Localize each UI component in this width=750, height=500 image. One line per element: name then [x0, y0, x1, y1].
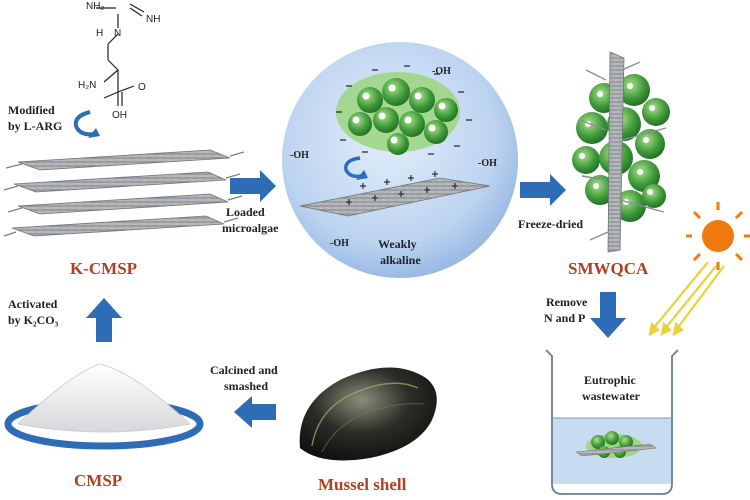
- sunlight-rays: [648, 261, 725, 336]
- label-oh-2: -OH: [290, 150, 309, 161]
- sun-icon: [686, 202, 750, 270]
- chem-nh2-top: NH₂: [86, 1, 104, 12]
- chem-n: N: [114, 28, 121, 39]
- right-arrow-icon: [230, 170, 276, 202]
- label-activated-2: by K₂CO₃: [8, 313, 59, 327]
- l-arginine-structure: [96, 3, 145, 106]
- chem-o: O: [138, 82, 146, 93]
- microalgae-loading-sphere: [282, 42, 518, 278]
- up-arrow-icon: [86, 298, 122, 342]
- label-remove-1: Remove: [546, 295, 588, 309]
- mussel-shell-image: [299, 367, 437, 461]
- label-oh-1: -OH: [432, 66, 451, 77]
- label-activated-1: Activated: [8, 297, 58, 311]
- down-arrow-icon: [590, 292, 626, 338]
- label-eutrophic-1: Eutrophic: [584, 373, 636, 387]
- undo-arrow-icon: [73, 110, 95, 137]
- label-oh-3: -OH: [478, 158, 497, 169]
- label-loaded-2: microalgae: [222, 221, 279, 235]
- label-weakly-1: Weakly: [378, 237, 417, 251]
- right-arrow-icon-2: [520, 174, 566, 206]
- smwqca-aerogel: [572, 51, 670, 253]
- title-mussel-shell: Mussel shell: [318, 475, 407, 494]
- label-calcined-2: smashed: [224, 379, 268, 393]
- beaker: [545, 349, 679, 495]
- chem-h: H: [96, 28, 103, 39]
- label-oh-4: -OH: [330, 238, 349, 249]
- label-freeze-dried: Freeze-dried: [518, 217, 583, 231]
- chem-nh: NH: [146, 14, 160, 25]
- k-cmsp-sheets: [3, 149, 245, 237]
- label-modified-1: Modified: [8, 103, 55, 117]
- label-calcined-1: Calcined and: [210, 363, 278, 377]
- label-remove-2: N and P: [544, 311, 585, 325]
- chem-h2n: H₂N: [78, 80, 96, 91]
- label-weakly-2: alkaline: [380, 253, 421, 267]
- title-k-cmsp: K-CMSP: [70, 259, 137, 278]
- left-arrow-icon: [234, 396, 276, 428]
- undo-arrow-head: [88, 128, 100, 138]
- label-eutrophic-2: wastewater: [582, 389, 641, 403]
- label-modified-2: by L-ARG: [8, 119, 62, 133]
- label-loaded-1: Loaded: [226, 205, 265, 219]
- cmsp-powder-pile: [4, 363, 204, 450]
- title-smwqca: SMWQCA: [568, 259, 649, 278]
- title-cmsp: CMSP: [74, 471, 122, 490]
- chem-oh: OH: [112, 110, 127, 121]
